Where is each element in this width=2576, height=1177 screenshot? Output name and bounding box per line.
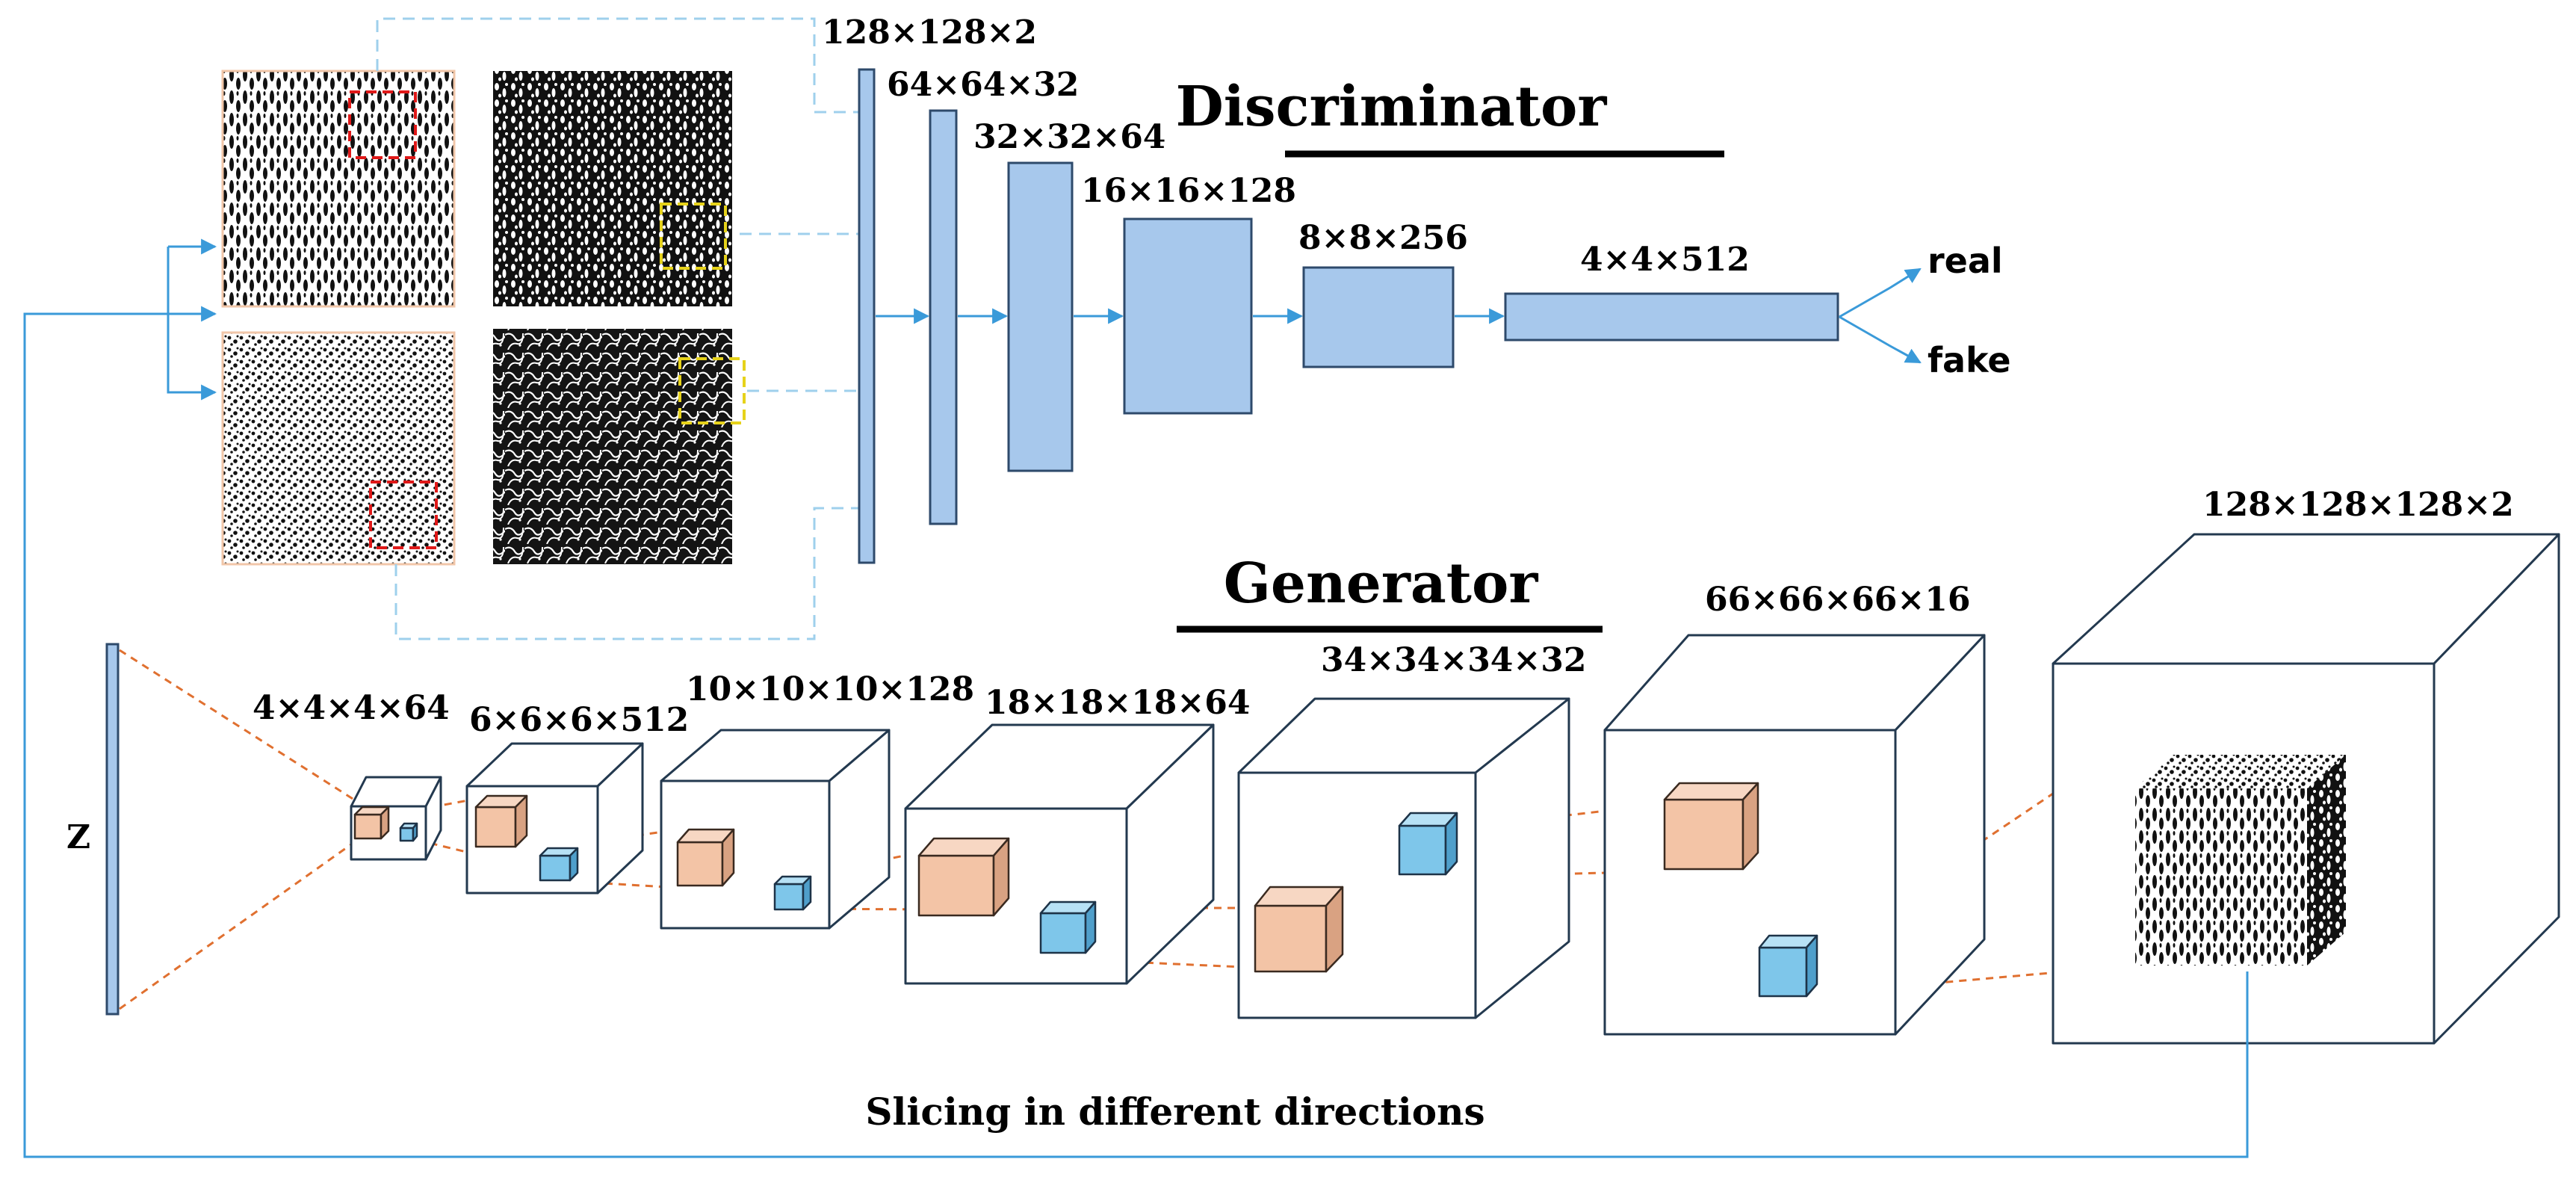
disc-layer-label-5: 8×8×256 — [1298, 219, 1468, 257]
blue-kernel-6 — [1758, 934, 1818, 998]
disc-layer-4 — [1123, 217, 1253, 415]
latent-vector-z — [105, 643, 120, 1016]
generated-slice-image-1 — [493, 71, 732, 306]
disc-layer-label-1: 128×128×2 — [822, 13, 1037, 52]
gen-layer-label-7: 128×128×128×2 — [2202, 486, 2514, 524]
output-real-label: real — [1928, 241, 2003, 281]
output-branches — [1839, 268, 1922, 364]
blue-kernel-4 — [1039, 900, 1097, 954]
orange-kernel-2 — [474, 794, 528, 848]
real-slice-image-2 — [221, 331, 456, 566]
orange-kernel-4 — [917, 837, 1010, 917]
blue-kernel-2 — [539, 847, 579, 882]
gen-layer-label-6: 66×66×66×16 — [1705, 581, 1971, 619]
gen-layer-label-2: 6×6×6×512 — [469, 701, 689, 739]
input-bracket — [167, 238, 217, 401]
red-dashed-box-2 — [369, 481, 438, 549]
output-fake-label: fake — [1928, 340, 2011, 380]
generator-title: Generator — [1224, 552, 1539, 616]
red-dashed-box-1 — [348, 90, 417, 159]
disc-layer-5 — [1302, 266, 1455, 368]
disc-layer-label-2: 64×64×32 — [887, 66, 1079, 104]
discriminator-layers — [858, 68, 1839, 564]
disc-layer-6 — [1504, 292, 1839, 342]
orange-kernels — [353, 782, 1759, 973]
disc-layer-2 — [929, 109, 958, 525]
generator-layer-labels: 4×4×4×64 6×6×6×512 10×10×10×128 18×18×18… — [253, 486, 2514, 739]
generated-porous-volume — [2135, 755, 2346, 966]
disc-layer-3 — [1007, 161, 1074, 472]
blue-kernel-3 — [773, 875, 812, 911]
blue-kernel-1 — [399, 822, 418, 842]
orange-kernel-5 — [1254, 886, 1344, 973]
slicing-caption: Slicing in different directions — [865, 1090, 1484, 1134]
real-slice-image-1 — [221, 69, 456, 308]
disc-layer-1 — [858, 68, 876, 564]
orange-kernel-6 — [1663, 782, 1759, 871]
input-guide-lines — [376, 17, 859, 640]
disc-layer-label-4: 16×16×128 — [1081, 172, 1296, 210]
disc-layer-label-6: 4×4×512 — [1580, 241, 1750, 279]
latent-z-label: Z — [66, 818, 90, 856]
discriminator-layer-labels: 128×128×2 64×64×32 32×32×64 16×16×128 8×… — [822, 13, 1750, 279]
blue-kernel-5 — [1398, 812, 1458, 876]
generated-slice-image-2 — [493, 329, 732, 564]
discriminator-title: Discriminator — [1176, 75, 1608, 139]
gen-layer-label-1: 4×4×4×64 — [253, 689, 450, 727]
orange-kernel-3 — [676, 828, 735, 887]
input-slice-images — [221, 69, 746, 566]
gen-layer-label-4: 18×18×18×64 — [985, 684, 1251, 722]
disc-layer-label-3: 32×32×64 — [973, 118, 1165, 156]
slicing-feedback-line — [23, 306, 2249, 1158]
blue-kernels — [399, 812, 1818, 998]
gen-layer-label-5: 34×34×34×32 — [1321, 641, 1587, 679]
gen-layer-label-3: 10×10×10×128 — [686, 670, 974, 708]
orange-kernel-1 — [353, 806, 390, 840]
